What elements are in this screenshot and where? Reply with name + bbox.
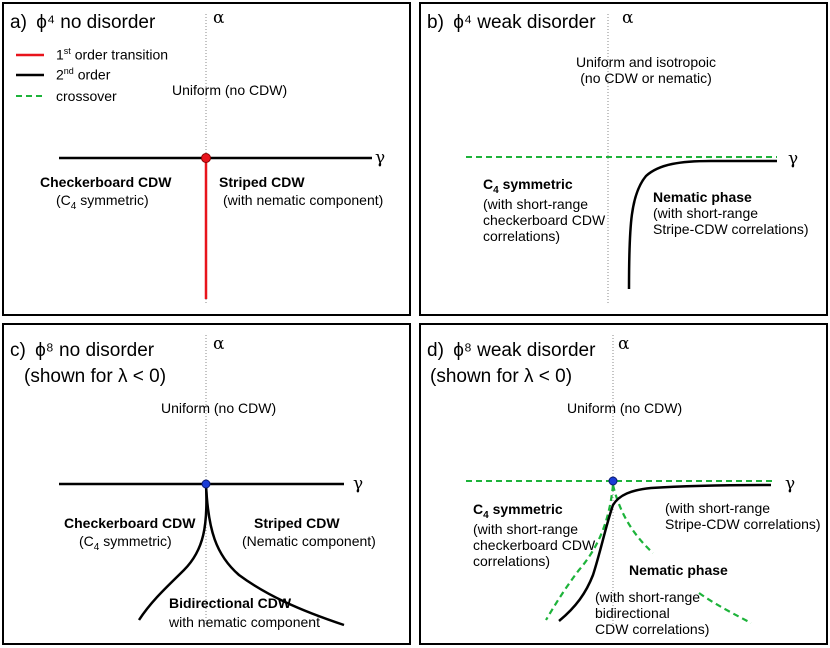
panel-d-graphics bbox=[466, 335, 776, 625]
uniform-label: Uniform (no CDW) bbox=[161, 400, 277, 416]
uniform-label: Uniform (no CDW) bbox=[567, 400, 683, 416]
checkerboard-title: Checkerboard CDW bbox=[40, 174, 172, 190]
multicritical-point bbox=[201, 153, 211, 163]
legend-first-order: 1st order transition bbox=[56, 46, 169, 63]
panel-c-graphics bbox=[59, 335, 345, 627]
striped-title: Striped CDW bbox=[219, 174, 305, 190]
uniform-label: Uniform and isotropoic (no CDW or nemati… bbox=[575, 54, 717, 87]
panel-letter: d) bbox=[427, 340, 444, 361]
legend-second-order: 2nd order bbox=[56, 66, 111, 83]
panel-letter: b) bbox=[427, 12, 444, 33]
alpha-label: α bbox=[618, 334, 630, 354]
striped-subtitle: (Nematic component) bbox=[242, 533, 376, 549]
crossover-right-upper bbox=[611, 484, 654, 554]
multicritical-point bbox=[608, 476, 618, 486]
panel-letter: a) bbox=[10, 12, 27, 33]
checkerboard-subtitle: (C4 symmetric) bbox=[79, 533, 172, 553]
panel-subtitle: (shown for λ < 0) bbox=[430, 366, 573, 387]
bidirectional-block: (with short-range bidirectional CDW corr… bbox=[595, 589, 710, 638]
gamma-label: γ bbox=[375, 148, 386, 168]
bidirectional-left-boundary bbox=[137, 483, 208, 621]
nematic-boundary bbox=[558, 483, 772, 622]
nematic-boundary bbox=[627, 159, 777, 290]
alpha-label: α bbox=[622, 8, 634, 28]
crossover-left bbox=[545, 484, 615, 621]
c4-symmetric-block: C4 symmetric (with short-range checkerbo… bbox=[473, 501, 596, 570]
multicritical-point bbox=[201, 479, 211, 489]
panel-title: ϕ⁸ no disorder bbox=[35, 340, 155, 361]
panel-label: b) ϕ⁴ weak disorder bbox=[427, 12, 596, 34]
panel-letter: c) bbox=[10, 340, 26, 361]
bidirectional-subtitle: with nematic component bbox=[169, 614, 320, 630]
panel-title: ϕ⁸ weak disorder bbox=[453, 340, 596, 361]
checkerboard-title: Checkerboard CDW bbox=[64, 515, 196, 531]
striped-subtitle: (with nematic component) bbox=[223, 192, 384, 208]
panel-a: a) ϕ⁴ no disorder α γ 1st order transiti… bbox=[2, 2, 411, 316]
panel-label: d) ϕ⁸ weak disorder bbox=[427, 340, 595, 362]
c4-symmetric-block: C4 symmetric (with short-range checkerbo… bbox=[483, 176, 606, 245]
bidirectional-title: Bidirectional CDW bbox=[169, 595, 292, 611]
striped-title: Striped CDW bbox=[254, 515, 340, 531]
gamma-label: γ bbox=[788, 149, 799, 169]
uniform-label: Uniform (no CDW) bbox=[172, 82, 288, 98]
bidirectional-right-boundary bbox=[204, 483, 345, 627]
nematic-title: Nematic phase bbox=[629, 562, 728, 578]
alpha-label: α bbox=[213, 334, 225, 354]
panel-title: ϕ⁴ weak disorder bbox=[453, 12, 596, 33]
legend-crossover: crossover bbox=[56, 88, 117, 104]
panel-d: d) ϕ⁸ weak disorder (shown for λ < 0) α … bbox=[419, 323, 828, 645]
crossover-right-lower bbox=[698, 592, 752, 624]
alpha-label: α bbox=[213, 8, 225, 28]
stripe-block: (with short-range Stripe-CDW correlation… bbox=[665, 500, 821, 533]
panel-b-graphics bbox=[466, 14, 777, 304]
panel-subtitle: (shown for λ < 0) bbox=[24, 366, 167, 387]
panel-label: a) ϕ⁴ no disorder bbox=[10, 12, 155, 34]
panel-a-graphics bbox=[16, 14, 372, 304]
panel-b: b) ϕ⁴ weak disorder α γ Uniform and isot… bbox=[419, 2, 828, 316]
gamma-label: γ bbox=[785, 474, 796, 494]
checkerboard-subtitle: (C4 symmetric) bbox=[56, 192, 149, 212]
panel-c: c) ϕ⁸ no disorder (shown for λ < 0) α γ … bbox=[2, 323, 411, 645]
gamma-label: γ bbox=[353, 474, 364, 494]
nematic-block: Nematic phase (with short-range Stripe-C… bbox=[653, 189, 809, 238]
panel-title: ϕ⁴ no disorder bbox=[36, 12, 156, 33]
panel-label: c) ϕ⁸ no disorder bbox=[10, 340, 154, 362]
